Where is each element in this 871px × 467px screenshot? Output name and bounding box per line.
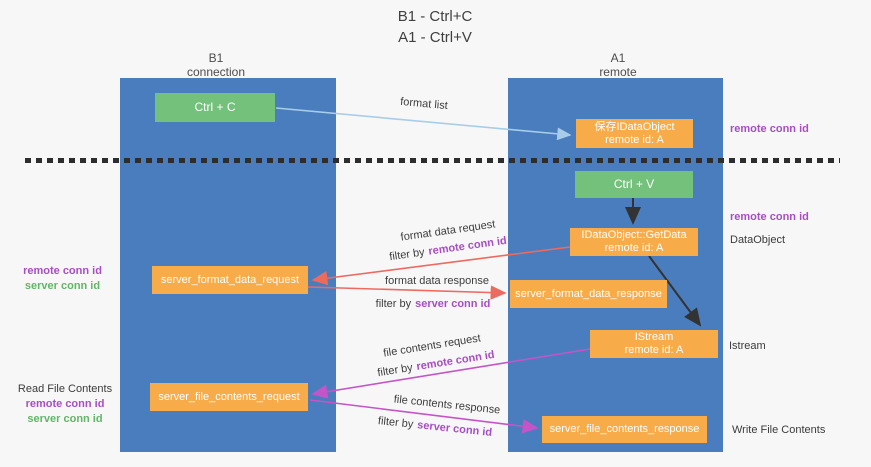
ctrl-v-box: Ctrl + V [575,171,693,198]
file-contents-request-arrow [311,348,591,399]
title-line-2: A1 - Ctrl+V [398,29,472,46]
ctrl-v-label: Ctrl + V [613,177,655,191]
server-format-data-request-label: server_format_data_request [160,273,300,286]
format-list-arrow [275,107,572,141]
save-idataobject-line2: remote id: A [605,133,664,146]
server-file-contents-request-label: server_file_contents_request [158,390,300,403]
server-conn-id-annotation-left: server conn id [24,280,101,292]
file-contents-response-arrow [309,399,539,434]
istream-box: IStream remote id: A [590,330,718,358]
remote-conn-id-annotation-mid: remote conn id [730,211,809,223]
column-a1-role: remote [599,65,637,79]
left-annotations-lower: Read File Contents remote conn id server… [10,382,120,427]
server-format-data-response-label: server_format_data_response [515,287,662,300]
server-format-data-response-box: server_format_data_response [510,280,667,308]
column-b1-role: connection [186,65,246,79]
server-file-contents-response-label: server_file_contents_response [549,423,700,435]
diagram-title: B1 - Ctrl+C A1 - Ctrl+V [355,6,515,48]
read-file-contents-annotation: Read File Contents [17,383,113,395]
server-file-contents-request-box: server_file_contents_request [150,383,308,411]
column-header-b1: B1 connection [156,51,276,79]
column-b1-name: B1 [208,51,224,65]
server-file-contents-response-box: server_file_contents_response [542,416,707,443]
format-data-response-label: format data response [385,275,489,287]
server-format-data-request-box: server_format_data_request [152,266,308,294]
getdata-line1: IDataObject::GetData [581,229,687,241]
save-idataobject-line1: 保存IDataObject [594,120,675,133]
write-file-contents-annotation: Write File Contents [732,424,826,436]
getdata-line2: remote id: A [604,242,664,254]
dashed-divider-line [25,158,840,163]
column-header-a1: A1 remote [558,51,678,79]
idataobject-getdata-box: IDataObject::GetData remote id: A [570,228,698,256]
ctrl-c-label: Ctrl + C [194,100,236,114]
dataobject-annotation: DataObject [730,234,786,246]
format-data-response-arrow [307,285,507,300]
save-idataobject-box: 保存IDataObject remote id: A [576,119,693,148]
remote-conn-id-annotation-top: remote conn id [730,123,809,135]
istream-line2: remote id: A [624,344,684,356]
remote-conn-id-annotation-left-lower: remote conn id [25,398,105,410]
title-line-1: B1 - Ctrl+C [397,8,473,25]
server-conn-id-annotation-left-lower: server conn id [27,413,103,425]
istream-line1: IStream [634,331,674,343]
server-conn-id-key: server conn id [415,298,491,310]
istream-annotation: Istream [729,340,766,352]
ctrl-c-box: Ctrl + C [155,93,275,122]
getdata-to-istream-arrow [648,255,702,327]
left-conn-id-annotations-upper: remote conn id server conn id [10,264,115,294]
format-data-request-arrow [311,246,571,286]
column-a1-name: A1 [610,51,626,65]
filter-by-text: filter by [375,298,412,310]
remote-conn-id-annotation-left: remote conn id [23,265,102,277]
